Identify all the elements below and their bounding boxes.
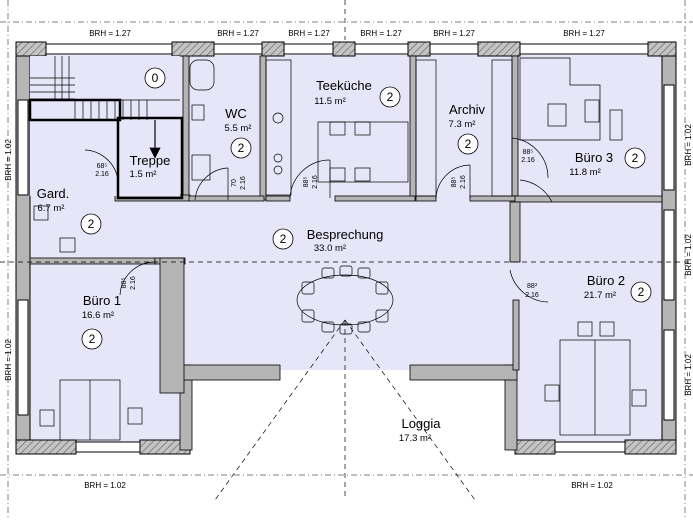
room-buero2-badge [630, 281, 652, 303]
room-wc-badge [230, 137, 252, 159]
room-wc-badge-text: 2 [238, 141, 245, 155]
outer-walls [15, 41, 677, 455]
room-teekueche-badge [379, 86, 401, 108]
door-1-width: 68⁵ [97, 163, 108, 170]
room-buero2-badge-text: 2 [638, 285, 645, 299]
staircase [28, 56, 184, 200]
room-buero1-name: Büro 1 [83, 293, 121, 308]
room-loggia-name: Loggia [401, 416, 441, 431]
brh-top-4: BRH = 1.27 [360, 29, 402, 38]
door-7-width: 88³ [527, 283, 538, 290]
brh-right-1: BRH = 1.02 [684, 124, 693, 166]
room-gard-area: 6.7 m² [38, 203, 65, 214]
room-labels: 0 Treppe 1.5 m² WC 5.5 m² 2 Teeküche 11.… [37, 67, 652, 444]
brh-left-2: BRH = 1.02 [4, 339, 13, 381]
brh-top-3: BRH = 1.27 [288, 29, 330, 38]
room-archiv-badge-text: 2 [465, 137, 472, 151]
room-gard-name: Gard. [37, 186, 70, 201]
room-gard-badge-text: 2 [88, 217, 95, 231]
door-5-height: 2.16 [521, 157, 535, 164]
room-archiv-name: Archiv [449, 102, 486, 117]
room-gard-badge [80, 213, 102, 235]
room-buero3-badge [624, 147, 646, 169]
door-labels: 68⁵ 2.16 70 2.16 88⁵ 2.16 88⁵ 2.16 88⁵ 2… [95, 149, 539, 299]
brh-bottom-2: BRH = 1.02 [571, 481, 613, 490]
interior-walls [29, 55, 663, 451]
brh-left-1: BRH = 1.02 [4, 139, 13, 181]
room-loggia-area: 17.3 m² [399, 433, 431, 444]
brh-bottom-1: BRH = 1.02 [84, 481, 126, 490]
stair-badge [144, 67, 166, 89]
door-4-height: 2.16 [460, 175, 467, 189]
room-teekueche-name: Teeküche [316, 78, 372, 93]
room-teekueche-badge-text: 2 [387, 90, 394, 104]
door-6-width: 88⁵ [121, 278, 128, 289]
door-6-height: 2.16 [130, 276, 137, 290]
room-archiv-area: 7.3 m² [449, 119, 476, 130]
door-7-height: 2.16 [525, 292, 539, 299]
room-besprechung-badge [272, 228, 294, 250]
room-besprechung-name: Besprechung [307, 227, 384, 242]
room-besprechung-badge-text: 2 [280, 232, 287, 246]
door-2-width: 70 [231, 179, 238, 187]
brh-top-5: BRH = 1.27 [433, 29, 475, 38]
room-buero2-name: Büro 2 [587, 273, 625, 288]
brh-top-6: BRH = 1.27 [563, 29, 605, 38]
room-buero1-badge-text: 2 [89, 332, 96, 346]
room-wc-name: WC [225, 106, 247, 121]
door-1-height: 2.16 [95, 171, 109, 178]
room-besprechung-area: 33.0 m² [314, 243, 346, 254]
brh-top-2: BRH = 1.27 [217, 29, 259, 38]
door-3-width: 88⁵ [303, 177, 310, 188]
room-treppe-area: 1.5 m² [130, 169, 157, 180]
door-5-width: 88⁵ [523, 149, 534, 156]
room-treppe-name: Treppe [130, 153, 171, 168]
room-buero3-area: 11.8 m² [569, 167, 601, 178]
brh-right-2: BRH = 1.02 [684, 234, 693, 276]
stair-badge-text: 0 [152, 71, 159, 85]
room-buero1-area: 16.6 m² [82, 310, 114, 321]
brh-right-3: BRH = 1.02 [684, 354, 693, 396]
door-3-height: 2.16 [312, 175, 319, 189]
door-2-height: 2.16 [240, 176, 247, 190]
room-buero1-badge [81, 328, 103, 350]
brh-labels: BRH = 1.27 BRH = 1.27 BRH = 1.27 BRH = 1… [4, 29, 693, 490]
room-buero2-area: 21.7 m² [584, 290, 616, 301]
room-wc-area: 5.5 m² [225, 123, 252, 134]
brh-top-1: BRH = 1.27 [89, 29, 131, 38]
room-buero3-badge-text: 2 [632, 151, 639, 165]
room-buero3-name: Büro 3 [575, 150, 613, 165]
room-teekueche-area: 11.5 m² [314, 96, 346, 107]
door-4-width: 88⁵ [451, 177, 458, 188]
dashed-guides [0, 0, 693, 501]
room-archiv-badge [457, 133, 479, 155]
